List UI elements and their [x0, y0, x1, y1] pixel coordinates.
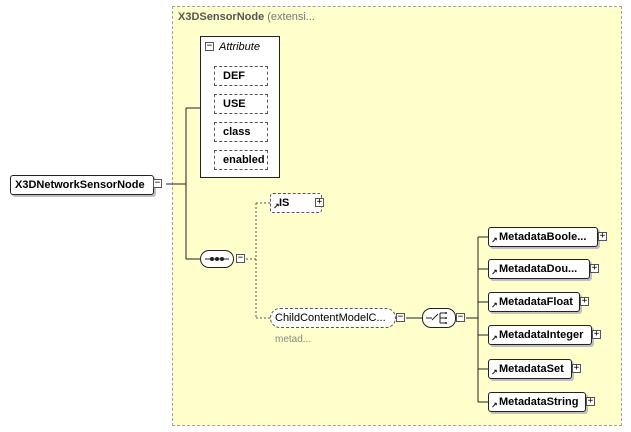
- group-reference-note: metad...: [275, 334, 312, 345]
- link-arrow-icon: ↗: [491, 368, 498, 377]
- metadata-element-string[interactable]: ↗ MetadataString: [488, 392, 586, 412]
- metadata-set-expand-toggle[interactable]: +: [572, 363, 581, 373]
- link-arrow-icon: ↗: [491, 268, 498, 277]
- group-reference[interactable]: ChildContentModelC...: [270, 308, 396, 328]
- link-arrow-icon: ↗: [491, 334, 498, 343]
- metadata-double-expand-toggle[interactable]: +: [590, 263, 599, 273]
- attribute-class[interactable]: class: [214, 122, 268, 142]
- metadata-element-label: MetadataBoole...: [499, 231, 587, 243]
- group-reference-label: ChildContentModelC...: [275, 312, 386, 324]
- is-element-label: IS: [279, 197, 290, 209]
- metadata-element-label: MetadataSet: [499, 363, 564, 375]
- root-element[interactable]: X3DNetworkSensorNode: [10, 175, 154, 195]
- attribute-enabled[interactable]: enabled: [214, 150, 268, 170]
- root-element-label: X3DNetworkSensorNode: [15, 179, 145, 191]
- extension-title: X3DSensorNode (extensi...: [178, 11, 315, 23]
- choice-collapse-toggle[interactable]: −: [456, 312, 465, 322]
- attributes-collapse-toggle[interactable]: −: [205, 41, 214, 51]
- attributes-caption: Attribute: [219, 41, 260, 53]
- link-arrow-icon: ↗: [491, 236, 498, 245]
- metadata-float-expand-toggle[interactable]: +: [580, 296, 589, 306]
- sequence-collapse-toggle[interactable]: −: [236, 253, 245, 263]
- choice-icon: [426, 312, 447, 324]
- metadata-boolean-expand-toggle[interactable]: +: [598, 231, 607, 241]
- metadata-element-label: MetadataString: [499, 396, 579, 408]
- link-arrow-icon: ↗: [491, 301, 498, 310]
- metadata-element-label: MetadataFloat: [499, 296, 573, 308]
- is-expand-toggle[interactable]: +: [315, 197, 324, 207]
- metadata-element-integer[interactable]: ↗ MetadataInteger: [488, 325, 592, 345]
- attribute-use[interactable]: USE: [214, 94, 268, 114]
- link-arrow-icon: ↗: [273, 202, 280, 211]
- extension-note: (extensi...: [267, 11, 315, 23]
- metadata-element-boolean[interactable]: ↗ MetadataBoole...: [488, 227, 598, 247]
- root-collapse-toggle[interactable]: −: [153, 178, 162, 188]
- metadata-element-float[interactable]: ↗ MetadataFloat: [488, 292, 580, 312]
- sequence-icon: [205, 257, 229, 261]
- metadata-element-label: MetadataInteger: [499, 329, 584, 341]
- metadata-string-expand-toggle[interactable]: +: [586, 396, 595, 406]
- extension-name: X3DSensorNode: [178, 11, 265, 23]
- choice-compositor[interactable]: [422, 308, 456, 328]
- metadata-element-set[interactable]: ↗ MetadataSet: [488, 359, 572, 379]
- sequence-compositor[interactable]: [200, 250, 234, 268]
- metadata-element-label: MetadataDou...: [499, 263, 578, 275]
- group-reference-collapse-toggle[interactable]: −: [396, 312, 405, 322]
- metadata-element-double[interactable]: ↗ MetadataDou...: [488, 259, 590, 279]
- attribute-def[interactable]: DEF: [214, 66, 268, 86]
- link-arrow-icon: ↗: [491, 401, 498, 410]
- metadata-integer-expand-toggle[interactable]: +: [592, 329, 601, 339]
